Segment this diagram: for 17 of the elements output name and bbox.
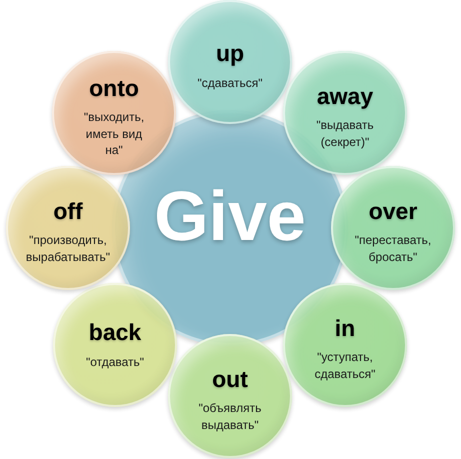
translation-text: "выдавать (секрет)" — [315, 117, 375, 150]
translation-text: "объявлять выдавать" — [198, 400, 262, 433]
particle-heading: in — [334, 316, 356, 342]
particle-heading: back — [88, 320, 142, 346]
particle-heading: up — [216, 41, 244, 67]
translation-text: "производить, вырабатывать" — [24, 232, 112, 265]
translation-text: "отдавать" — [86, 354, 144, 370]
particle-heading: over — [368, 199, 418, 224]
verb-heading: Give — [154, 181, 306, 251]
translation-text: "сдаваться" — [197, 74, 263, 91]
particle-heading: off — [53, 199, 83, 224]
particle-heading: away — [316, 84, 374, 110]
translation-text: "выходить, иметь вид на" — [82, 109, 146, 158]
particle-heading: onto — [89, 76, 139, 102]
particle-heading: out — [212, 367, 248, 392]
translation-text: "переставать, бросать" — [354, 232, 432, 265]
translation-text: "уступать, сдаваться" — [314, 349, 376, 382]
